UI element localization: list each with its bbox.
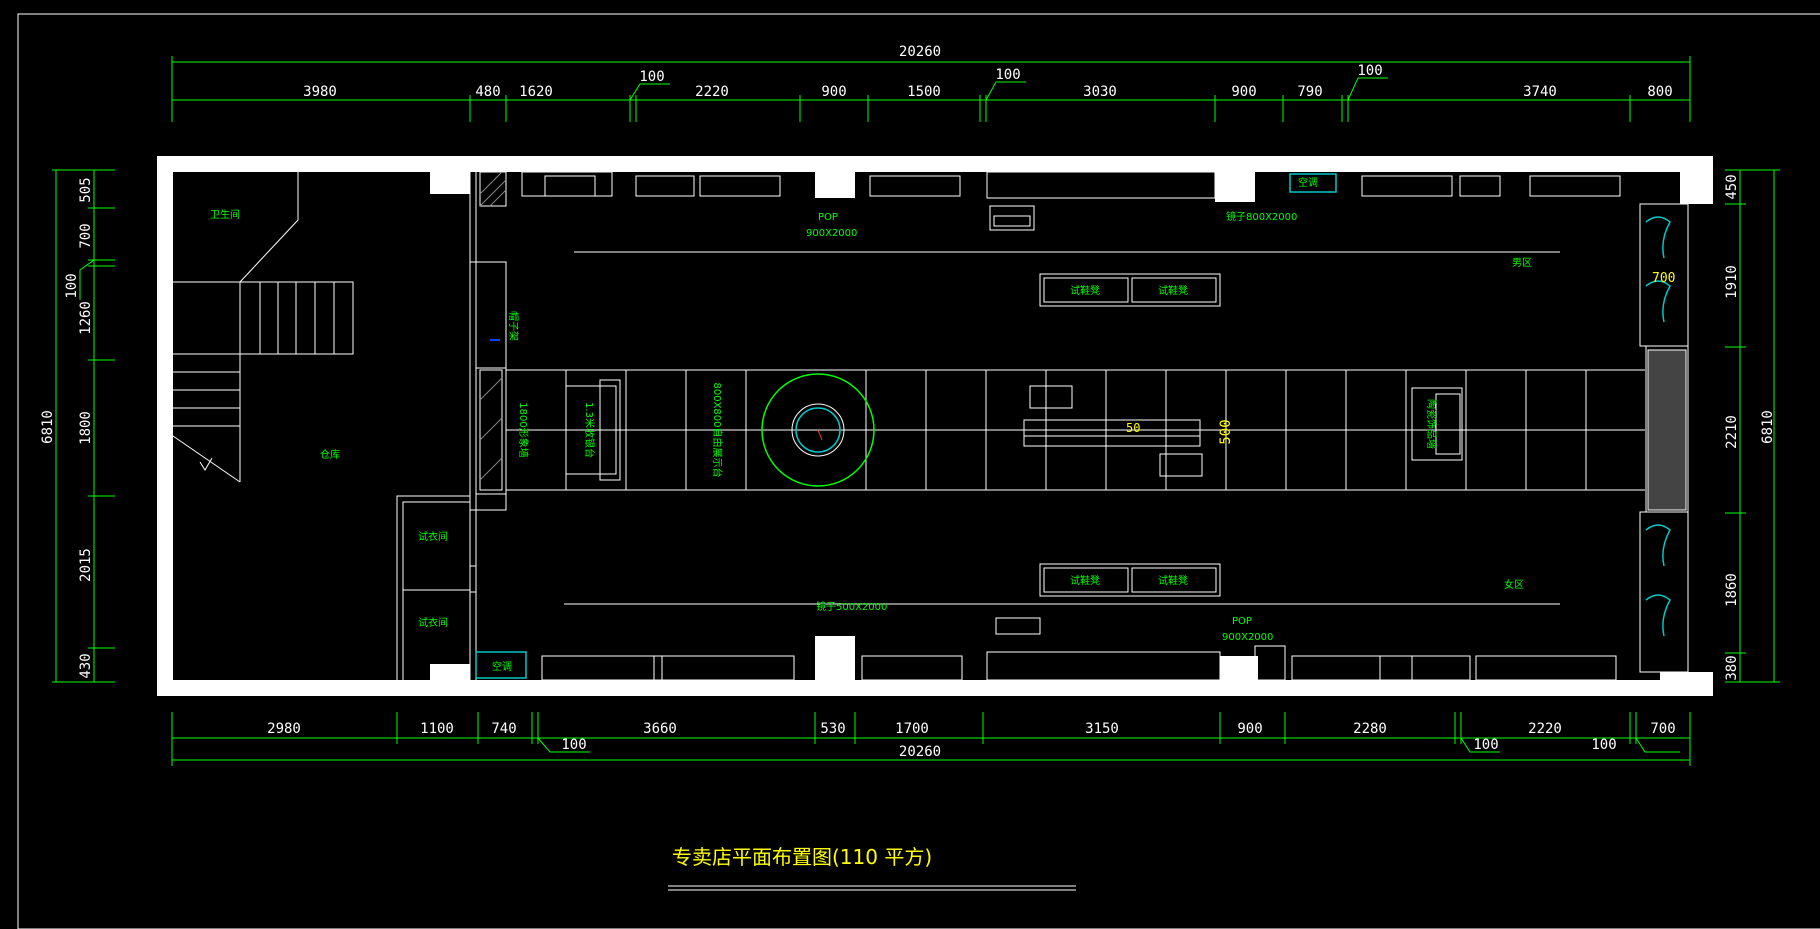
top-seg-dim-3: 1620 [519, 84, 553, 100]
label-cashier: 1.3米收银台 [583, 402, 596, 458]
interior-lines [172, 171, 1689, 681]
right-seg-dim-2: 1910 [1724, 265, 1740, 299]
top-seg-dim-6: 1500 [907, 84, 941, 100]
outer-walls [157, 156, 1713, 696]
bottom-small-dim-3: 100 [1591, 737, 1616, 753]
label-pop-bottom-size: 900X2000 [1222, 632, 1273, 643]
right-seg-dim-1: 450 [1724, 174, 1740, 199]
left-total-dim: 6810 [40, 410, 56, 444]
label-restroom: 卫生间 [210, 208, 240, 221]
bottom-seg-dim-1: 2980 [267, 721, 301, 737]
bottom-seg-dim-5: 530 [820, 721, 845, 737]
right-total-dim: 6810 [1760, 410, 1776, 444]
label-table-1: 试鞋凳 [1070, 284, 1100, 297]
top-small-dim-2: 100 [995, 67, 1020, 83]
bottom-small-dim-1: 100 [561, 737, 586, 753]
label-pop-bottom: POP [1232, 616, 1252, 627]
top-seg-dim-5: 900 [821, 84, 846, 100]
label-pop-top: POP [818, 212, 838, 223]
left-small-dim: 100 [64, 273, 80, 298]
label-ac-bottom: 空调 [492, 660, 512, 673]
left-seg-dim-6: 430 [78, 653, 94, 678]
decor-figures [1645, 216, 1671, 637]
bottom-seg-dim-3: 740 [491, 721, 516, 737]
bottom-dimension-lines [171, 712, 1691, 766]
textured-wall-panel [1647, 349, 1687, 511]
left-dimension-lines [52, 169, 115, 683]
top-small-dim-3: 100 [1357, 63, 1382, 79]
left-seg-dim-5: 2015 [78, 548, 94, 582]
label-womens-zone: 女区 [1504, 578, 1524, 591]
bottom-seg-dim-8: 900 [1237, 721, 1262, 737]
label-mirror-bottom: 镜子500X2000 [816, 600, 887, 613]
label-table-3: 试鞋凳 [1070, 574, 1100, 587]
right-segment-dims: 450 1910 2210 1860 380 [1724, 174, 1740, 680]
right-dimension-lines [1725, 169, 1780, 683]
bottom-total-dim: 20260 [899, 744, 941, 760]
bottom-seg-dim-4: 3660 [643, 721, 677, 737]
bottom-segment-dims: 2980 1100 740 3660 530 1700 3150 900 2280 2220 700 [267, 721, 1676, 737]
top-seg-dim-1: 3980 [303, 84, 337, 100]
drawing-frame [17, 13, 1820, 929]
label-pop-top-size: 900X2000 [806, 228, 857, 239]
top-seg-dim-4: 2220 [695, 84, 729, 100]
round-display [761, 373, 875, 487]
bottom-small-dim-2: 100 [1473, 737, 1498, 753]
label-dim-50: 50 [1126, 421, 1140, 435]
bottom-seg-dim-11: 700 [1650, 721, 1675, 737]
top-seg-dim-8: 900 [1231, 84, 1256, 100]
label-dim-700: 700 [1652, 271, 1675, 286]
label-fitting-2: 试衣间 [418, 616, 448, 629]
label-warehouse: 仓库 [320, 448, 340, 461]
bottom-seg-dim-2: 1100 [420, 721, 454, 737]
top-seg-dim-7: 3030 [1083, 84, 1117, 100]
hatched-walls [479, 171, 1286, 681]
label-table-2: 试鞋凳 [1158, 284, 1188, 297]
top-seg-dim-9: 790 [1297, 84, 1322, 100]
label-right-display: 陶瓷饰品墙 [1425, 399, 1438, 449]
bottom-seg-dim-7: 3150 [1085, 721, 1119, 737]
label-side-small: 帽子架 [507, 311, 520, 341]
label-mirror-top: 镜子800X2000 [1226, 210, 1297, 223]
right-seg-dim-5: 380 [1724, 655, 1740, 680]
drawing-title: 专卖店平面布置图(110 平方) [672, 845, 932, 869]
top-seg-dim-10: 3740 [1523, 84, 1557, 100]
label-fitting-1: 试衣间 [418, 530, 448, 543]
label-ac-top: 空调 [1298, 176, 1318, 189]
label-table-4: 试鞋凳 [1158, 574, 1188, 587]
left-seg-dim-2: 700 [78, 223, 94, 248]
label-mens-zone: 男区 [1512, 257, 1532, 269]
left-segment-dims: 505 700 1260 1800 2015 430 [78, 177, 94, 678]
hatch-pattern [479, 171, 507, 481]
top-seg-dim-11: 800 [1647, 84, 1672, 100]
top-dimension-lines [171, 56, 1691, 122]
right-seg-dim-3: 2210 [1724, 415, 1740, 449]
left-seg-dim-1: 505 [78, 177, 94, 202]
label-counter: 1800形象墙 [517, 402, 530, 457]
left-seg-dim-3: 1260 [78, 301, 94, 335]
top-small-dim-1: 100 [639, 69, 664, 85]
label-dim-500: 500 [1218, 419, 1234, 444]
left-seg-dim-4: 1800 [78, 411, 94, 445]
bottom-seg-dim-10: 2220 [1528, 721, 1562, 737]
bottom-seg-dim-6: 1700 [895, 721, 929, 737]
bottom-seg-dim-9: 2280 [1353, 721, 1387, 737]
right-seg-dim-4: 1860 [1724, 573, 1740, 607]
label-display-table: 800X800自由展示台 [711, 382, 724, 477]
ac-units [475, 173, 1337, 679]
top-total-dim: 20260 [899, 44, 941, 60]
top-segment-dims: 3980 480 1620 2220 900 1500 3030 900 790 3740 800 [303, 84, 1673, 100]
top-seg-dim-2: 480 [475, 84, 500, 100]
